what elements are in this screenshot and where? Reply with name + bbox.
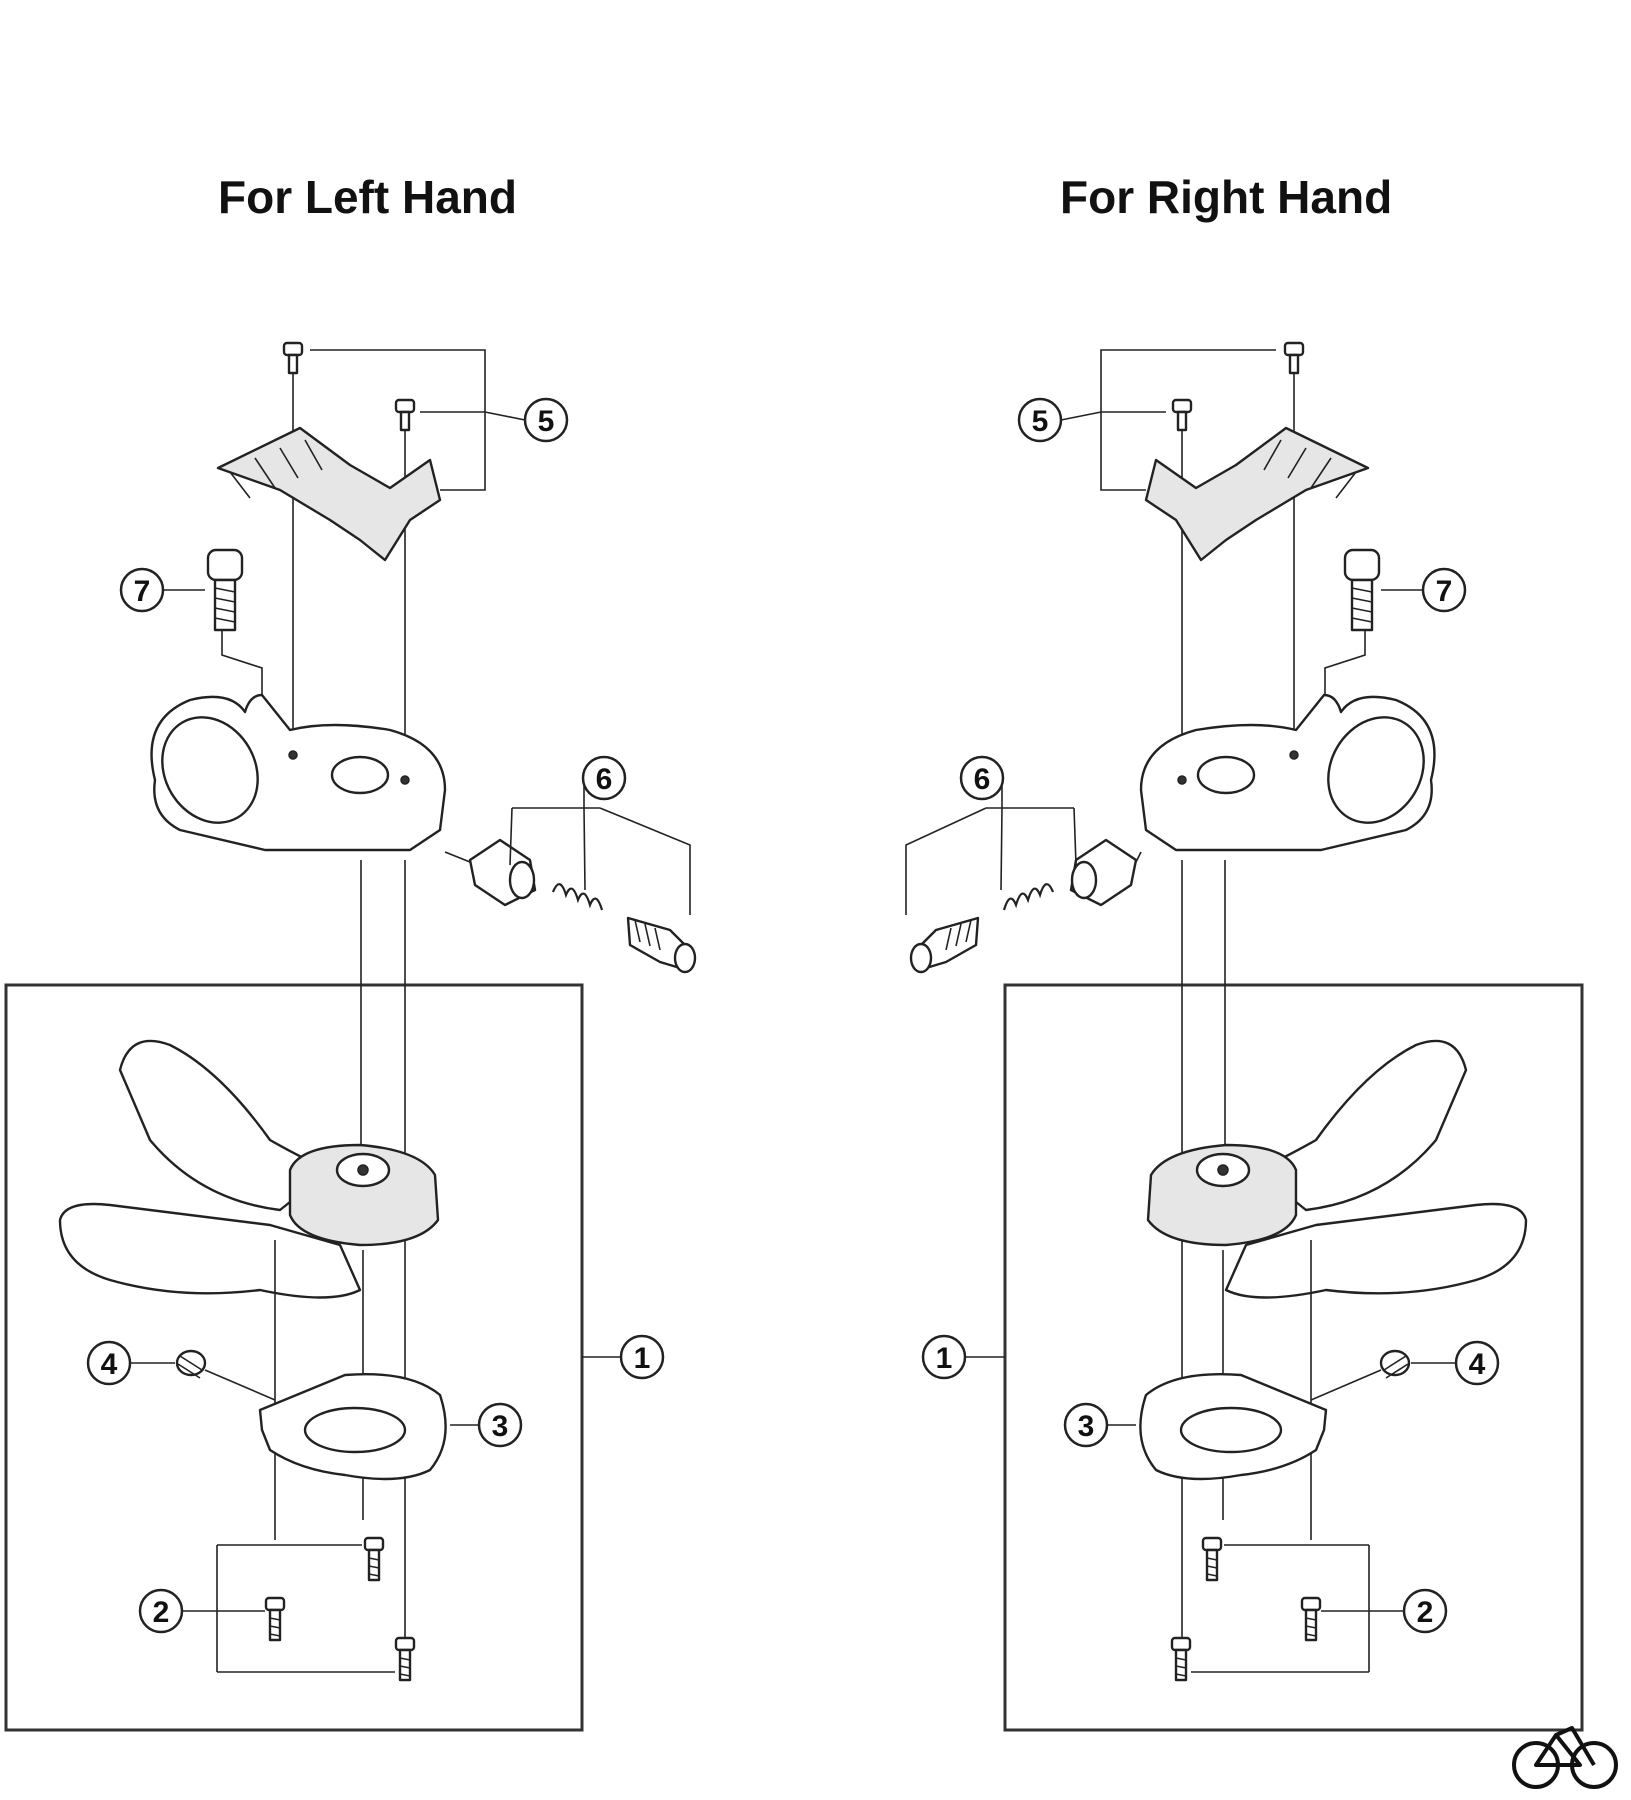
right-main-axis-lines: [1181, 860, 1226, 1660]
left-callout-5-bracket: [310, 349, 486, 491]
svg-text:2: 2: [1417, 1596, 1434, 1629]
svg-text:1: 1: [634, 1342, 651, 1375]
left-upper-lever: [118, 1039, 332, 1212]
svg-text:5: 5: [1032, 405, 1049, 438]
left-callout-5: 5: [523, 397, 569, 443]
right-screw-2a: [1201, 1536, 1223, 1582]
svg-text:1: 1: [936, 1342, 953, 1375]
left-callout-1: 1: [619, 1334, 665, 1380]
left-main-axis-lines: [360, 860, 406, 1660]
left-top-cover-ribs: [229, 439, 323, 499]
svg-text:4: 4: [101, 1348, 118, 1381]
left-adjuster-6-bolt: [626, 916, 697, 974]
left-clamp-screw-hole-b: [400, 775, 410, 785]
right-clamp-ring: [1327, 716, 1425, 824]
right-screw-5b: [1171, 398, 1193, 432]
left-callout-2: 2: [138, 1588, 184, 1634]
left-cap-4-leader: [204, 1369, 276, 1401]
svg-text:6: 6: [596, 763, 613, 796]
right-cap-4-leader: [1310, 1369, 1382, 1401]
left-clamp-hole: [330, 755, 390, 795]
svg-text:5: 5: [538, 405, 555, 438]
left-callout-5-leader: [420, 411, 526, 421]
right-callout-2-bracket: [1191, 1544, 1403, 1673]
left-callout-6-bracket: [509, 807, 691, 915]
right-callout-5-leader: [1060, 411, 1166, 421]
right-cap-4: [1379, 1349, 1411, 1379]
right-top-cover-ribs: [1263, 439, 1357, 499]
right-clamp-screw-hole-a: [1289, 750, 1299, 760]
left-lower-lever: [58, 1202, 362, 1299]
right-callout-6: 6: [959, 755, 1005, 801]
left-lever-mechanism: [288, 1143, 440, 1247]
right-screw-2b: [1300, 1596, 1322, 1642]
right-bolt-7-leader: [1324, 630, 1366, 700]
left-clamp-screw-hole-a: [288, 750, 298, 760]
left-screw-2b: [264, 1596, 286, 1642]
right-adjuster-6-spring: [1002, 883, 1055, 911]
right-callout-1: 1: [921, 1334, 967, 1380]
right-adjuster-axis-line: [1135, 851, 1142, 863]
left-screw-5b: [394, 398, 416, 432]
right-clamp-hole: [1196, 755, 1256, 795]
right-screw-2c: [1170, 1636, 1192, 1682]
left-callout-3: 3: [477, 1402, 523, 1448]
svg-text:6: 6: [974, 763, 991, 796]
right-clamp-screw-hole-b: [1177, 775, 1187, 785]
left-screw-2a: [363, 1536, 385, 1582]
right-lever-pivot-center: [1217, 1164, 1229, 1176]
right-adjuster-6-barrel: [1069, 838, 1138, 907]
left-adjuster-axis-line: [444, 851, 471, 863]
svg-text:4: 4: [1469, 1348, 1486, 1381]
right-callout-2: 2: [1402, 1588, 1448, 1634]
left-callout-6: 6: [581, 755, 627, 801]
svg-text:3: 3: [492, 1410, 509, 1443]
right-callout-5-bracket: [1100, 349, 1276, 491]
right-callout-5: 5: [1017, 397, 1063, 443]
right-callout-6-bracket: [905, 807, 1077, 915]
right-hand-assembly: 5 7 6 1 4 3 2: [905, 341, 1584, 1732]
svg-text:7: 7: [1436, 575, 1453, 608]
bicycle-icon: [1512, 1726, 1618, 1789]
right-adjuster-6-bolt: [909, 916, 980, 974]
right-lower-lever: [1224, 1202, 1528, 1299]
right-callout-4: 4: [1454, 1340, 1500, 1386]
left-callout-7: 7: [119, 567, 165, 613]
left-screw-5a: [282, 341, 304, 375]
svg-text:3: 3: [1078, 1410, 1095, 1443]
left-top-cover: [216, 426, 442, 562]
right-upper-lever: [1254, 1039, 1468, 1212]
left-cap-4: [175, 1349, 207, 1379]
right-screw-5a: [1283, 341, 1305, 375]
title-left-hand: For Left Hand: [218, 171, 517, 223]
left-bolt-7-leader: [221, 630, 263, 700]
svg-text:7: 7: [134, 575, 151, 608]
left-hand-assembly: 5 7 6 1 4 3 2: [4, 341, 697, 1732]
title-right-hand: For Right Hand: [1060, 171, 1393, 223]
left-screw-2c: [394, 1636, 416, 1682]
left-callout-4: 4: [86, 1340, 132, 1386]
left-lever-pivot-center: [357, 1164, 369, 1176]
left-clamp-ring: [161, 716, 259, 824]
right-lever-mechanism: [1146, 1143, 1298, 1247]
right-callout-7: 7: [1421, 567, 1467, 613]
right-top-cover: [1144, 426, 1370, 562]
right-base-3-opening: [1179, 1406, 1283, 1454]
left-base-3-opening: [303, 1406, 407, 1454]
left-adjuster-6-barrel: [468, 838, 537, 907]
right-bolt-7: [1343, 548, 1381, 632]
right-callout-3: 3: [1063, 1402, 1109, 1448]
left-callout-2-bracket: [183, 1544, 395, 1673]
left-bolt-7: [206, 548, 244, 632]
left-adjuster-6-spring: [551, 883, 604, 911]
svg-text:2: 2: [153, 1596, 170, 1629]
